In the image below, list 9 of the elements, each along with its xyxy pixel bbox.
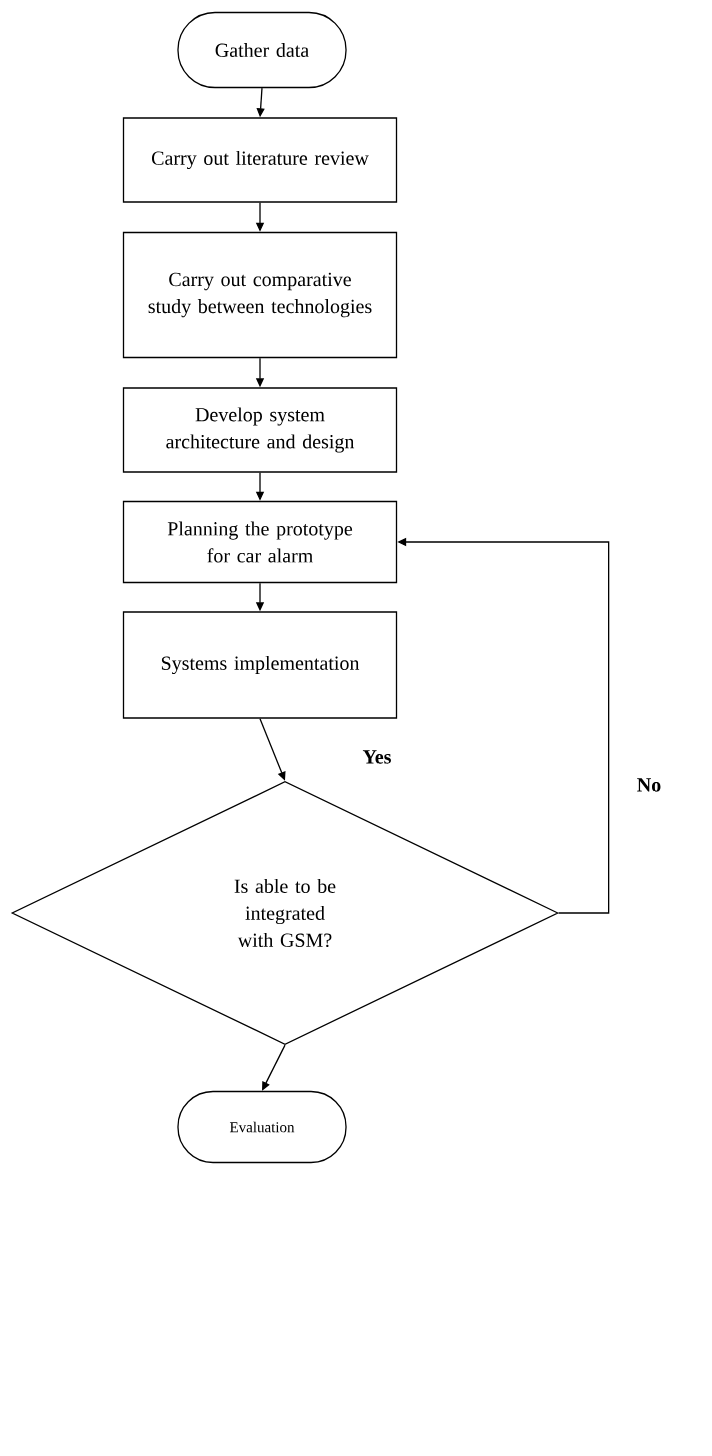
process-box: Systems implementation (122, 611, 398, 719)
process-box: Carry out literature review (122, 117, 398, 203)
process-box: Planning the prototype for car alarm (122, 500, 398, 584)
process-box: Develop system architecture and design (122, 387, 398, 473)
process-box: Carry out comparative study between technologies (122, 231, 398, 359)
arrow (259, 718, 286, 781)
arrow (262, 1044, 286, 1091)
answer-label: Yes (362, 750, 391, 764)
answer-label: No (637, 778, 661, 792)
